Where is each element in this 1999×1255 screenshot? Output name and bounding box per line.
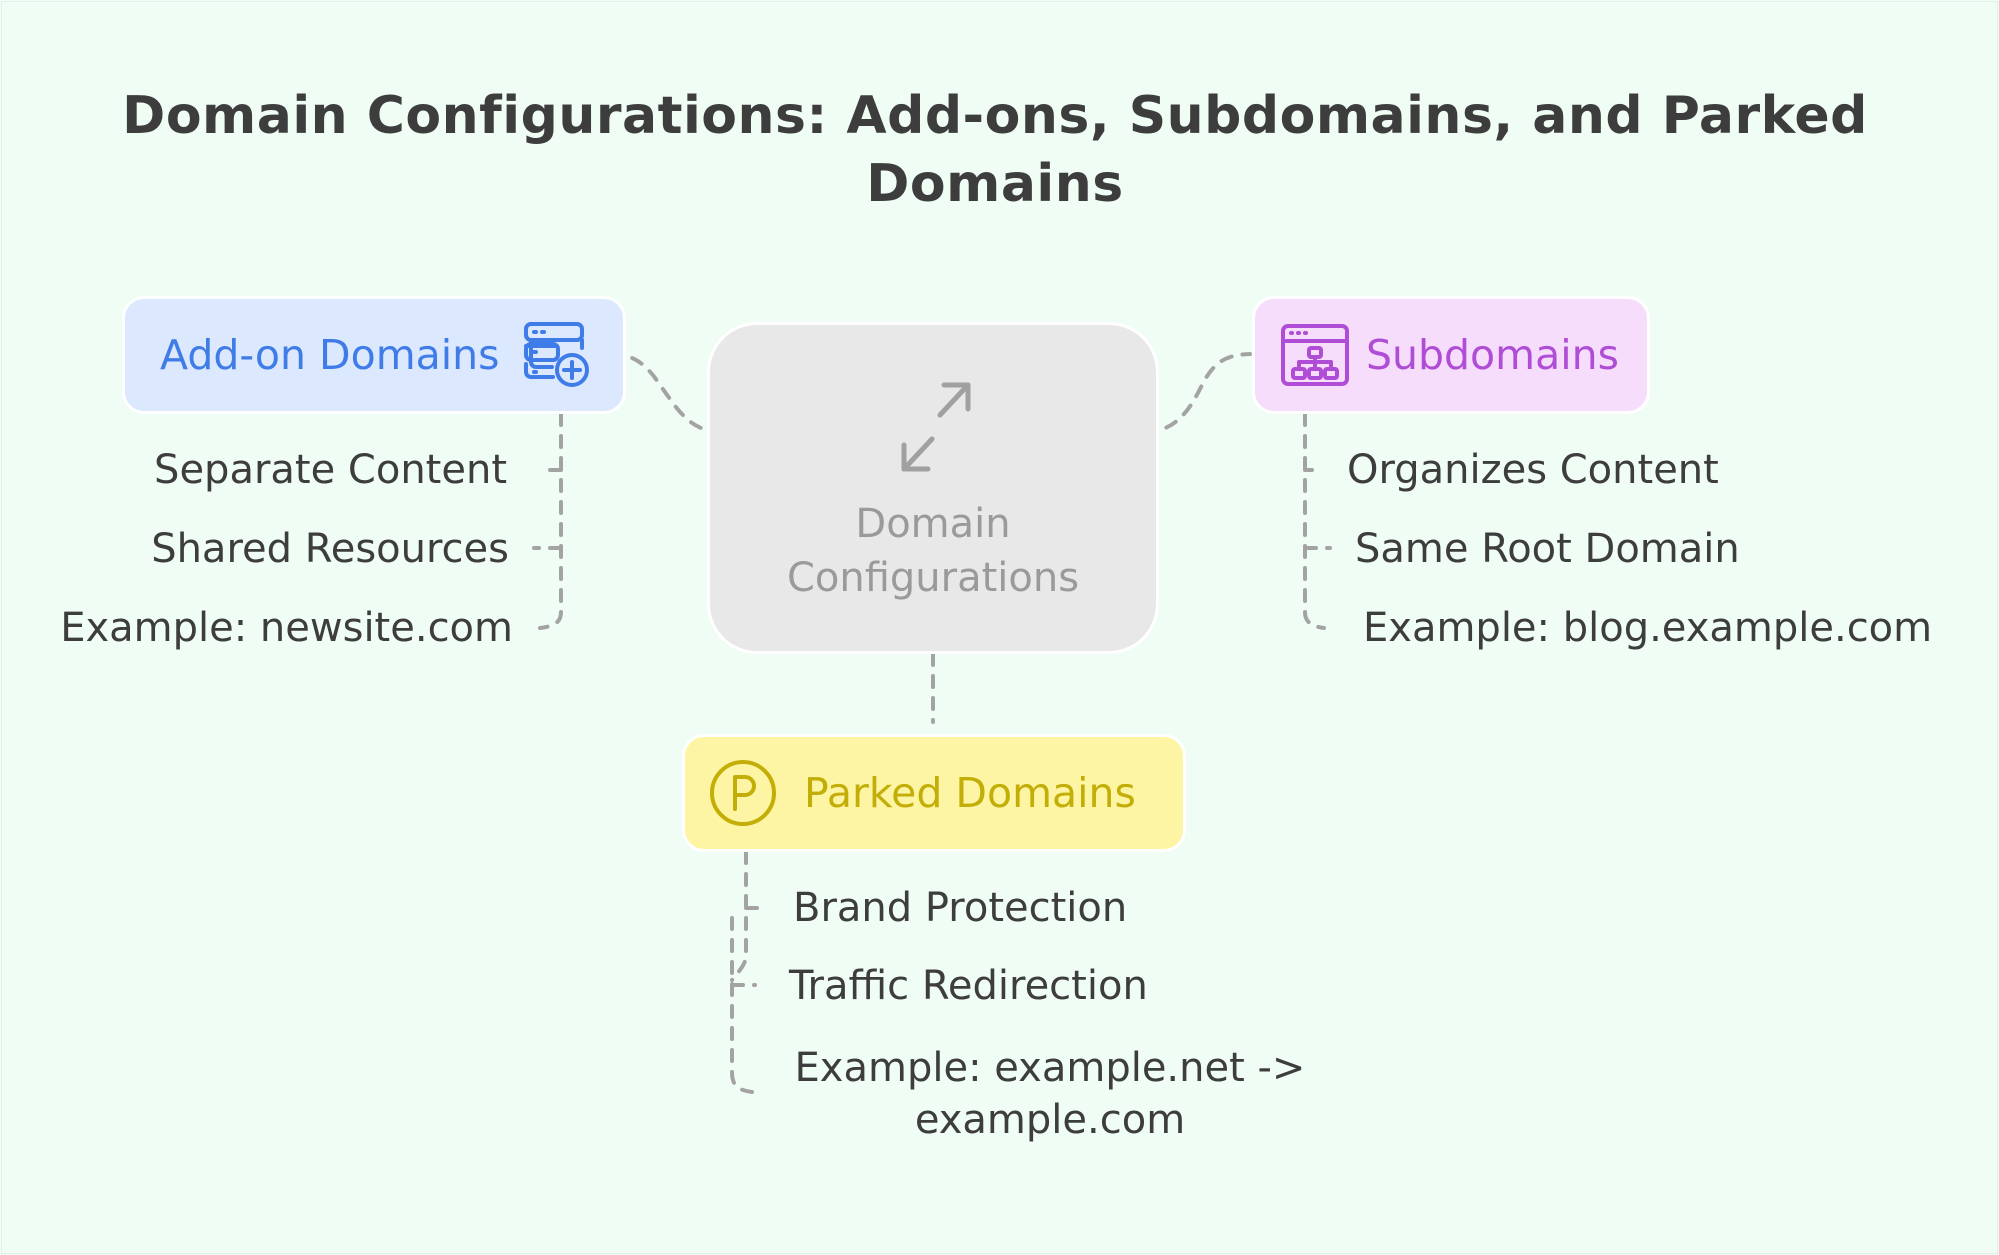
subdomains-item-same-root-domain: Same Root Domain	[1355, 526, 1740, 572]
addon-domains-node: Add-on Domains	[122, 296, 626, 414]
parked-item-brand-protection: Brand Protection	[793, 885, 1128, 931]
parking-circle-icon	[710, 760, 776, 826]
addon-item-separate-content: Separate Content	[154, 447, 507, 493]
addon-item-example: Example: newsite.com	[60, 605, 513, 651]
subdomains-label: Subdomains	[1366, 331, 1619, 379]
sitemap-window-icon	[1281, 324, 1349, 386]
connector-center-subdomains	[1143, 352, 1252, 434]
connector-addon-trunk	[538, 412, 563, 630]
server-add-icon	[523, 322, 589, 387]
parked-domains-node: Parked Domains	[682, 734, 1186, 852]
parked-item-traffic-redirection: Traffic Redirection	[789, 963, 1148, 1009]
parked-item-example: Example: example.net -> example.com	[794, 1045, 1306, 1143]
connector-subdomains-trunk	[1303, 412, 1326, 630]
addon-domains-label: Add-on Domains	[160, 331, 500, 379]
center-label: Domain Configurations	[786, 501, 1080, 601]
page-title: Domain Configurations: Add-ons, Subdomai…	[122, 86, 1868, 214]
connector-parked-item-2	[730, 916, 754, 1094]
parked-domains-label: Parked Domains	[804, 769, 1136, 817]
center-node: Domain Configurations	[707, 322, 1159, 654]
subdomains-node: Subdomains	[1252, 296, 1650, 414]
connector-center-addon	[612, 352, 724, 434]
arrows-expand-icon	[901, 382, 971, 472]
connector-parked-trunk	[730, 850, 748, 982]
subdomains-item-organizes-content: Organizes Content	[1347, 447, 1719, 493]
subdomains-item-example: Example: blog.example.com	[1363, 605, 1933, 651]
addon-item-shared-resources: Shared Resources	[151, 526, 509, 572]
